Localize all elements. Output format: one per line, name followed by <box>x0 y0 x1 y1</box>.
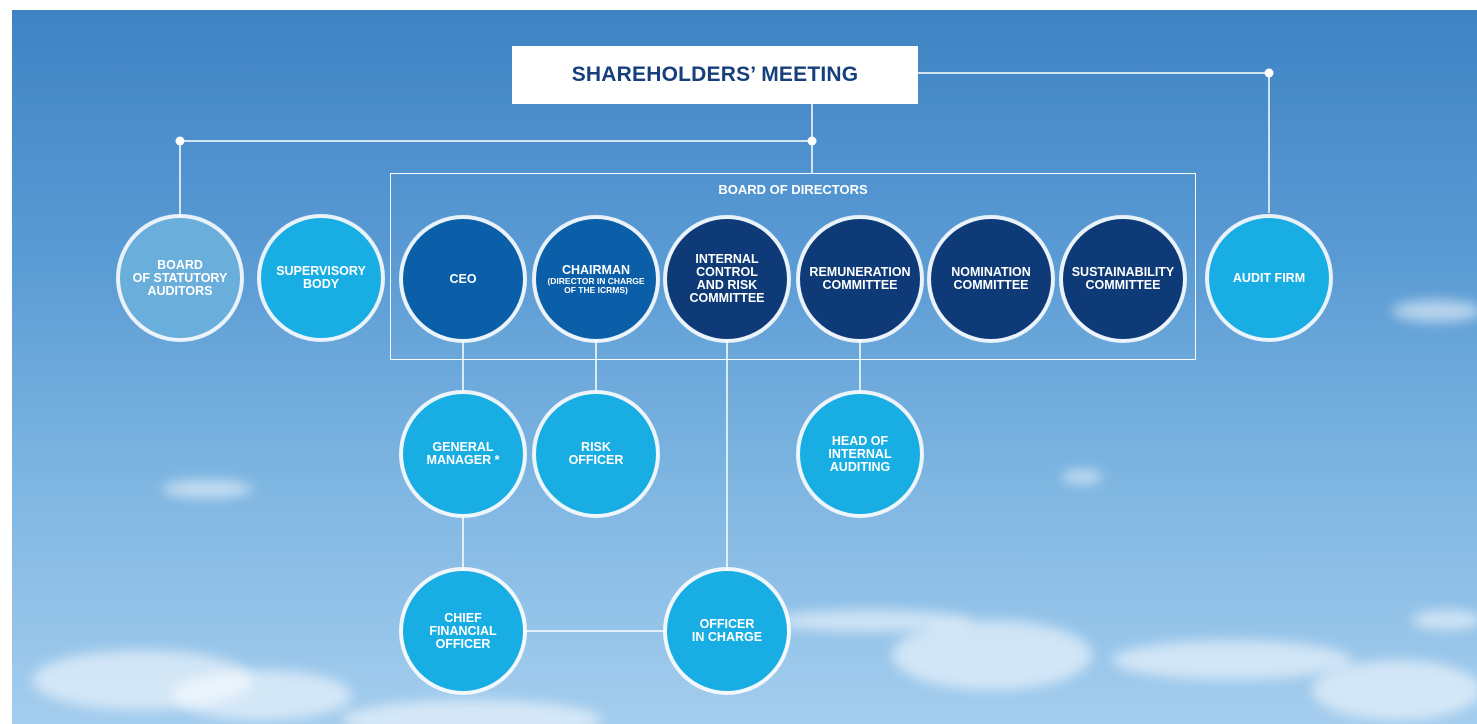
head-of-internal-auditing-node: HEAD OF INTERNAL AUDITING <box>800 394 920 514</box>
remuneration-committee-label: REMUNERATION COMMITTEE <box>809 265 911 292</box>
nomination-committee-label: NOMINATION COMMITTEE <box>951 265 1031 292</box>
remuneration-committee-node: REMUNERATION COMMITTEE <box>800 219 920 339</box>
shareholders-meeting-title: SHAREHOLDERS’ MEETING <box>512 46 918 104</box>
board-of-statutory-auditors-node: BOARD OF STATUTORY AUDITORS <box>120 218 240 338</box>
risk-officer-node: RISK OFFICER <box>536 394 656 514</box>
board-of-directors-frame <box>390 173 1196 360</box>
supervisory-body-label: SUPERVISORY BODY <box>276 264 366 291</box>
chairman-label: CHAIRMAN <box>561 262 631 277</box>
chairman-node: CHAIRMAN (DIRECTOR IN CHARGE OF THE ICRM… <box>536 219 656 339</box>
nomination-committee-node: NOMINATION COMMITTEE <box>931 219 1051 339</box>
sustainability-committee-label: SUSTAINABILITY COMMITTEE <box>1071 265 1175 292</box>
ceo-label: CEO <box>449 271 477 286</box>
officer-in-charge-node: OFFICER IN CHARGE <box>667 571 787 691</box>
internal-control-risk-committee-node: INTERNAL CONTROL AND RISK COMMITTEE <box>667 219 787 339</box>
general-manager-node: GENERAL MANAGER * <box>403 394 523 514</box>
risk-officer-label: RISK OFFICER <box>568 440 624 467</box>
chief-financial-officer-node: CHIEF FINANCIAL OFFICER <box>403 571 523 691</box>
board-of-statutory-auditors-label: BOARD OF STATUTORY AUDITORS <box>132 257 228 298</box>
supervisory-body-node: SUPERVISORY BODY <box>261 218 381 338</box>
ceo-node: CEO <box>403 219 523 339</box>
chairman-sublabel: (DIRECTOR IN CHARGE OF THE ICRMS) <box>547 275 645 295</box>
audit-firm-label: AUDIT FIRM <box>1232 270 1306 285</box>
internal-control-risk-committee-label: INTERNAL CONTROL AND RISK COMMITTEE <box>689 252 765 305</box>
board-of-directors-label: BOARD OF DIRECTORS <box>718 182 868 197</box>
sustainability-committee-node: SUSTAINABILITY COMMITTEE <box>1063 219 1183 339</box>
audit-firm-node: AUDIT FIRM <box>1209 218 1329 338</box>
general-manager-label: GENERAL MANAGER * <box>426 440 500 467</box>
head-of-internal-auditing-label: HEAD OF INTERNAL AUDITING <box>828 433 892 474</box>
chief-financial-officer-label: CHIEF FINANCIAL OFFICER <box>429 610 497 651</box>
officer-in-charge-label: OFFICER IN CHARGE <box>691 617 763 644</box>
